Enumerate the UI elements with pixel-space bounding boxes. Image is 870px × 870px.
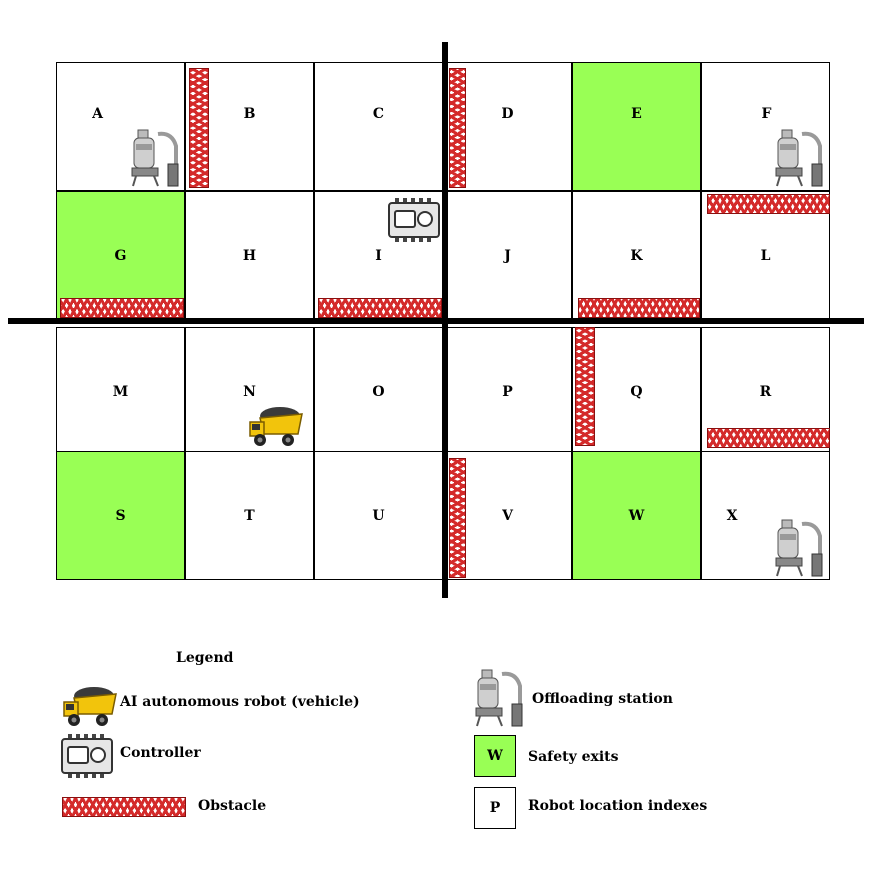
obstacle-r-x xyxy=(707,428,830,448)
offloading-station-icon-a xyxy=(131,129,179,187)
obstacle-c-d xyxy=(449,68,466,188)
legend-offloading-station-icon xyxy=(475,669,523,727)
obstacle-i-o xyxy=(318,298,442,318)
cell-p: P xyxy=(443,327,572,456)
cell-m: M xyxy=(56,327,185,456)
cell-label-p: P xyxy=(502,383,513,400)
cell-label-n: N xyxy=(243,383,256,400)
cell-j: J xyxy=(443,191,572,320)
obstacle-u-v xyxy=(449,458,466,578)
legend-title: Legend xyxy=(176,650,234,666)
cell-label-w: W xyxy=(628,507,645,524)
cell-h: H xyxy=(185,191,314,320)
legend-controller-icon xyxy=(61,734,113,778)
cell-label-s: S xyxy=(115,507,126,524)
cell-label-j: J xyxy=(504,247,511,264)
cell-label-f: F xyxy=(761,105,772,122)
cell-label-g: G xyxy=(114,247,127,264)
legend-index-sample: P xyxy=(489,800,501,816)
legend-controller-label: Controller xyxy=(120,745,201,761)
cell-label-u: U xyxy=(372,507,385,524)
cell-label-a: A xyxy=(92,105,103,122)
cell-c: C xyxy=(314,62,443,191)
obstacle-p-q xyxy=(575,327,595,446)
legend-exit-swatch: W xyxy=(474,735,516,777)
cell-f: F xyxy=(701,62,830,191)
obstacle-k-q xyxy=(578,298,700,318)
robot-vehicle-icon xyxy=(249,407,303,446)
cell-label-r: R xyxy=(759,383,772,400)
cell-label-i: I xyxy=(375,247,382,264)
legend-offloading-label: Offloading station xyxy=(532,691,673,707)
cell-label-d: D xyxy=(501,105,514,122)
legend-obstacle-swatch xyxy=(62,797,186,817)
cell-x: X xyxy=(701,451,830,580)
legend-exit-sample: W xyxy=(487,748,503,764)
legend-robot-label: AI autonomous robot (vehicle) xyxy=(120,694,360,710)
cell-label-l: L xyxy=(760,247,771,264)
cell-t: T xyxy=(185,451,314,580)
cell-w: W xyxy=(572,451,701,580)
cell-label-e: E xyxy=(631,105,642,122)
obstacle-f-l xyxy=(707,194,830,214)
cell-label-t: T xyxy=(244,507,255,524)
horizontal-divider xyxy=(8,318,864,324)
cell-label-q: Q xyxy=(630,383,643,400)
cell-o: O xyxy=(314,327,443,456)
cell-label-m: M xyxy=(112,383,129,400)
legend-robot-vehicle-icon xyxy=(63,687,117,726)
legend-index-swatch: P xyxy=(474,787,516,829)
controller-icon xyxy=(388,198,440,242)
cell-label-k: K xyxy=(630,247,643,264)
obstacle-a-b xyxy=(189,68,209,188)
cell-label-x: X xyxy=(726,507,738,524)
legend-obstacle-label: Obstacle xyxy=(198,798,267,814)
cell-a: A xyxy=(56,62,185,191)
cell-s: S xyxy=(56,451,185,580)
obstacle-g-m xyxy=(60,298,184,318)
cell-label-b: B xyxy=(243,105,256,122)
offloading-station-icon-x xyxy=(775,519,823,577)
cell-label-h: H xyxy=(242,247,257,264)
cell-label-o: O xyxy=(372,383,385,400)
cell-u: U xyxy=(314,451,443,580)
cell-label-v: V xyxy=(502,507,513,524)
cell-label-c: C xyxy=(372,105,385,122)
legend-exits-label: Safety exits xyxy=(528,749,619,765)
cell-e: E xyxy=(572,62,701,191)
offloading-station-icon-f xyxy=(775,129,823,187)
legend-index-label: Robot location indexes xyxy=(528,798,708,814)
